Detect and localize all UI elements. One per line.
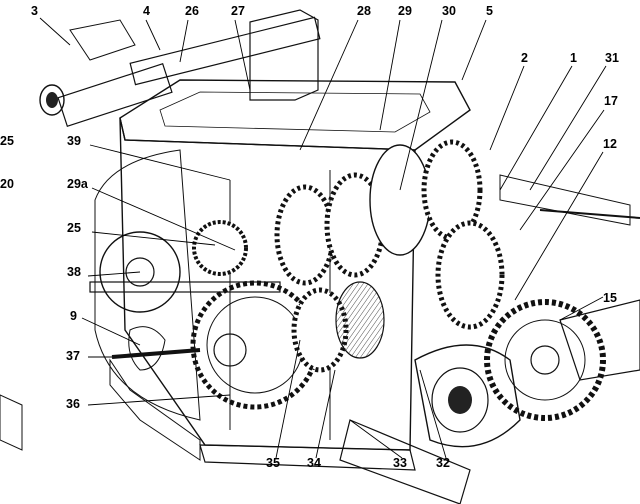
- callout-label: 12: [603, 137, 617, 151]
- callout-label: 25: [67, 221, 81, 235]
- callout-leader-line: [419, 369, 447, 459]
- callout-leader-line: [399, 19, 443, 191]
- callout-leader-line: [349, 419, 403, 459]
- callout-label: 32: [436, 456, 450, 470]
- shift-rod-assembly: [39, 9, 321, 128]
- housing-top-cover: [119, 79, 471, 151]
- callout-leader-line: [87, 394, 231, 406]
- callout-label: 17: [604, 94, 618, 108]
- callout-label: 2: [521, 51, 528, 65]
- callout-label: 31: [605, 51, 619, 65]
- callout-label: 26: [185, 4, 199, 18]
- callout-leader-line: [489, 65, 525, 151]
- callout-label: 9: [70, 309, 77, 323]
- callout-label: 27: [231, 4, 245, 18]
- gear-cluster-center: [274, 144, 431, 373]
- callout-label: 29a: [67, 177, 89, 191]
- callout-label: 5: [486, 4, 493, 18]
- differential-housing: [339, 299, 640, 504]
- callout-leader-line: [145, 19, 161, 51]
- callout-leader-line: [514, 151, 604, 301]
- callout-label: 30: [442, 4, 456, 18]
- gear-cluster-right: [421, 139, 606, 421]
- callout-leader-line: [81, 317, 141, 346]
- callout-label: 29: [398, 4, 412, 18]
- callout-label: 33: [393, 456, 407, 470]
- callout-leader-line: [461, 19, 487, 81]
- callout-leader-line: [39, 17, 71, 46]
- callout-leader-line: [379, 19, 401, 131]
- input-shaft: [89, 281, 281, 371]
- callout-label: 28: [357, 4, 371, 18]
- callout-leader-line: [179, 19, 189, 63]
- callout-label: 25: [0, 134, 14, 148]
- callout-leader-line: [299, 19, 359, 151]
- callout-label: 37: [66, 349, 80, 363]
- right-axle-tube: [499, 174, 640, 226]
- callout-label: 34: [307, 456, 321, 470]
- callout-label: 38: [67, 265, 81, 279]
- callout-leader-line: [519, 109, 605, 231]
- callout-leader-line: [315, 369, 336, 459]
- callout-label: 36: [66, 397, 80, 411]
- callout-leader-line: [529, 65, 607, 191]
- callout-leader-line: [89, 144, 231, 181]
- callout-leader-line: [559, 296, 604, 321]
- callout-leader-line: [234, 19, 251, 91]
- callout-label: 3: [31, 4, 38, 18]
- callout-label: 15: [603, 291, 617, 305]
- callout-leader-line: [275, 339, 301, 459]
- callout-leader-line: [91, 231, 216, 246]
- callout-label: 1: [570, 51, 577, 65]
- callout-leaders: [39, 17, 607, 459]
- callout-label: 39: [67, 134, 81, 148]
- left-edge-fragment: [0, 394, 23, 451]
- callout-leader-line: [87, 271, 141, 277]
- callout-label: 20: [0, 177, 14, 191]
- callout-label: 4: [143, 4, 150, 18]
- callout-label: 35: [266, 456, 280, 470]
- callout-leader-line: [91, 187, 236, 251]
- callout-leader-line: [499, 65, 573, 191]
- housing-base: [109, 358, 416, 471]
